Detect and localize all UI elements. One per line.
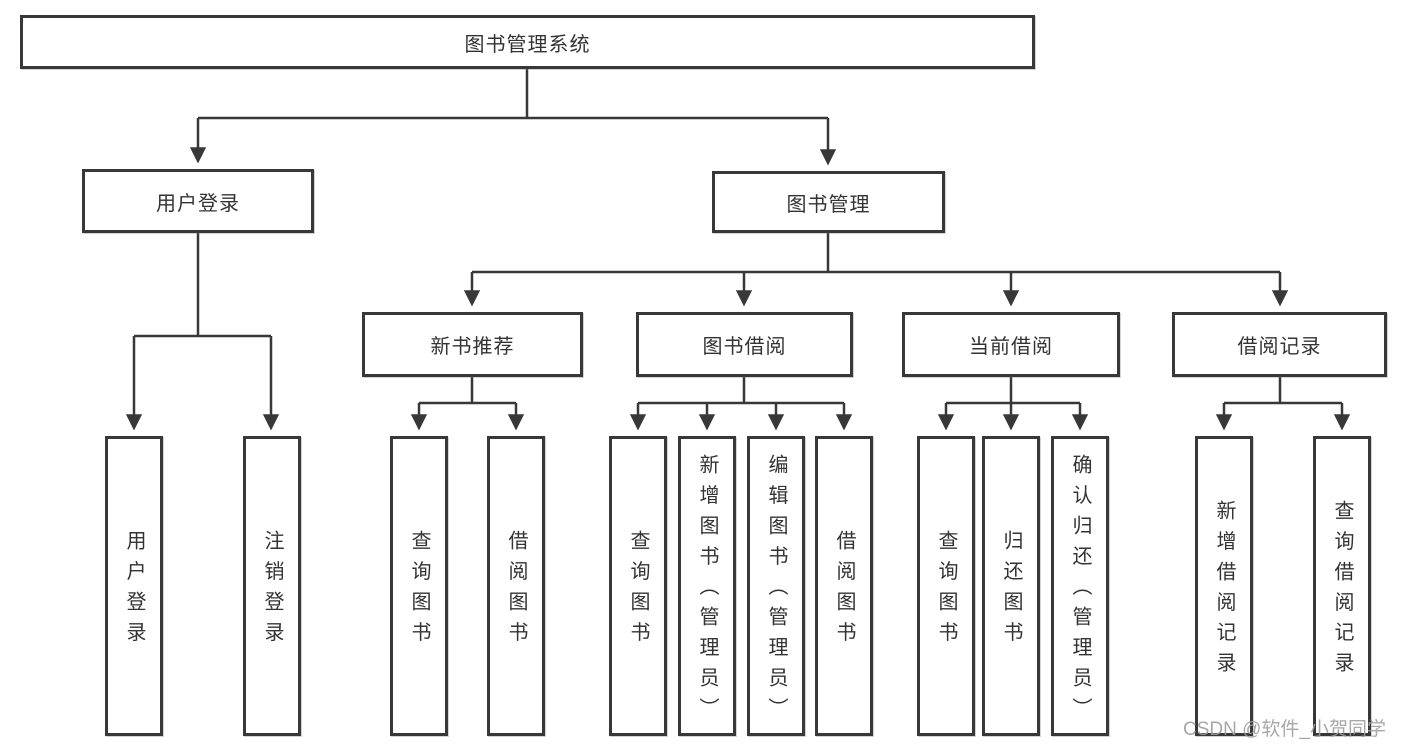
leaf-user-login: 用户登录 (105, 436, 163, 736)
leaf-borrow-edit-books-admin-label: 编辑图书（管理员） (765, 454, 787, 728)
node-user-login-group-label: 用户登录 (156, 192, 240, 215)
leaf-borrow-add-books-admin: 新增图书（管理员） (678, 436, 736, 736)
leaf-borrow-add-books-admin-label: 新增图书（管理员） (696, 454, 718, 728)
leaf-records-add-record-label: 新增借阅记录 (1213, 499, 1235, 683)
leaf-current-query-books-label: 查询图书 (935, 530, 957, 652)
leaf-recommend-borrow-books: 借阅图书 (487, 436, 545, 736)
node-book-management-label: 图书管理 (786, 193, 871, 216)
csdn-watermark: CSDN @软件_小贺同学 (1183, 719, 1386, 740)
leaf-borrow-borrow-books-label: 借阅图书 (833, 530, 855, 652)
leaf-logout: 注销登录 (243, 436, 301, 736)
node-root-label: 图书管理系统 (464, 33, 591, 56)
node-borrowing-records-label: 借阅记录 (1237, 336, 1322, 358)
leaf-current-query-books: 查询图书 (917, 436, 975, 736)
node-current-borrowing-label: 当前借阅 (969, 336, 1053, 358)
node-book-management: 图书管理 (712, 171, 945, 233)
leaf-current-confirm-return-admin: 确认归还（管理员） (1051, 436, 1109, 736)
leaf-borrow-edit-books-admin: 编辑图书（管理员） (747, 436, 805, 736)
leaf-logout-label: 注销登录 (261, 530, 283, 652)
leaf-records-query-record-label: 查询借阅记录 (1331, 499, 1353, 683)
leaf-current-confirm-return-admin-label: 确认归还（管理员） (1069, 454, 1091, 728)
leaf-records-query-record: 查询借阅记录 (1313, 436, 1371, 736)
node-current-borrowing: 当前借阅 (902, 312, 1120, 377)
leaf-recommend-query-books-label: 查询图书 (408, 530, 430, 652)
leaf-user-login-label: 用户登录 (123, 530, 145, 652)
leaf-borrow-query-books: 查询图书 (609, 436, 667, 736)
node-book-borrowing-label: 图书借阅 (702, 336, 787, 358)
node-new-book-recommend: 新书推荐 (362, 312, 583, 377)
leaf-recommend-query-books: 查询图书 (390, 436, 448, 736)
node-user-login-group: 用户登录 (82, 169, 314, 233)
leaf-current-return-books-label: 归还图书 (1000, 530, 1022, 652)
leaf-current-return-books: 归还图书 (982, 436, 1040, 736)
node-new-book-recommend-label: 新书推荐 (430, 336, 515, 358)
leaf-records-add-record: 新增借阅记录 (1195, 436, 1253, 736)
leaf-recommend-borrow-books-label: 借阅图书 (505, 530, 527, 652)
node-book-borrowing: 图书借阅 (636, 312, 853, 377)
node-borrowing-records: 借阅记录 (1172, 312, 1387, 377)
leaf-borrow-borrow-books: 借阅图书 (815, 436, 873, 736)
leaf-borrow-query-books-label: 查询图书 (627, 530, 649, 652)
node-root: 图书管理系统 (20, 15, 1035, 69)
